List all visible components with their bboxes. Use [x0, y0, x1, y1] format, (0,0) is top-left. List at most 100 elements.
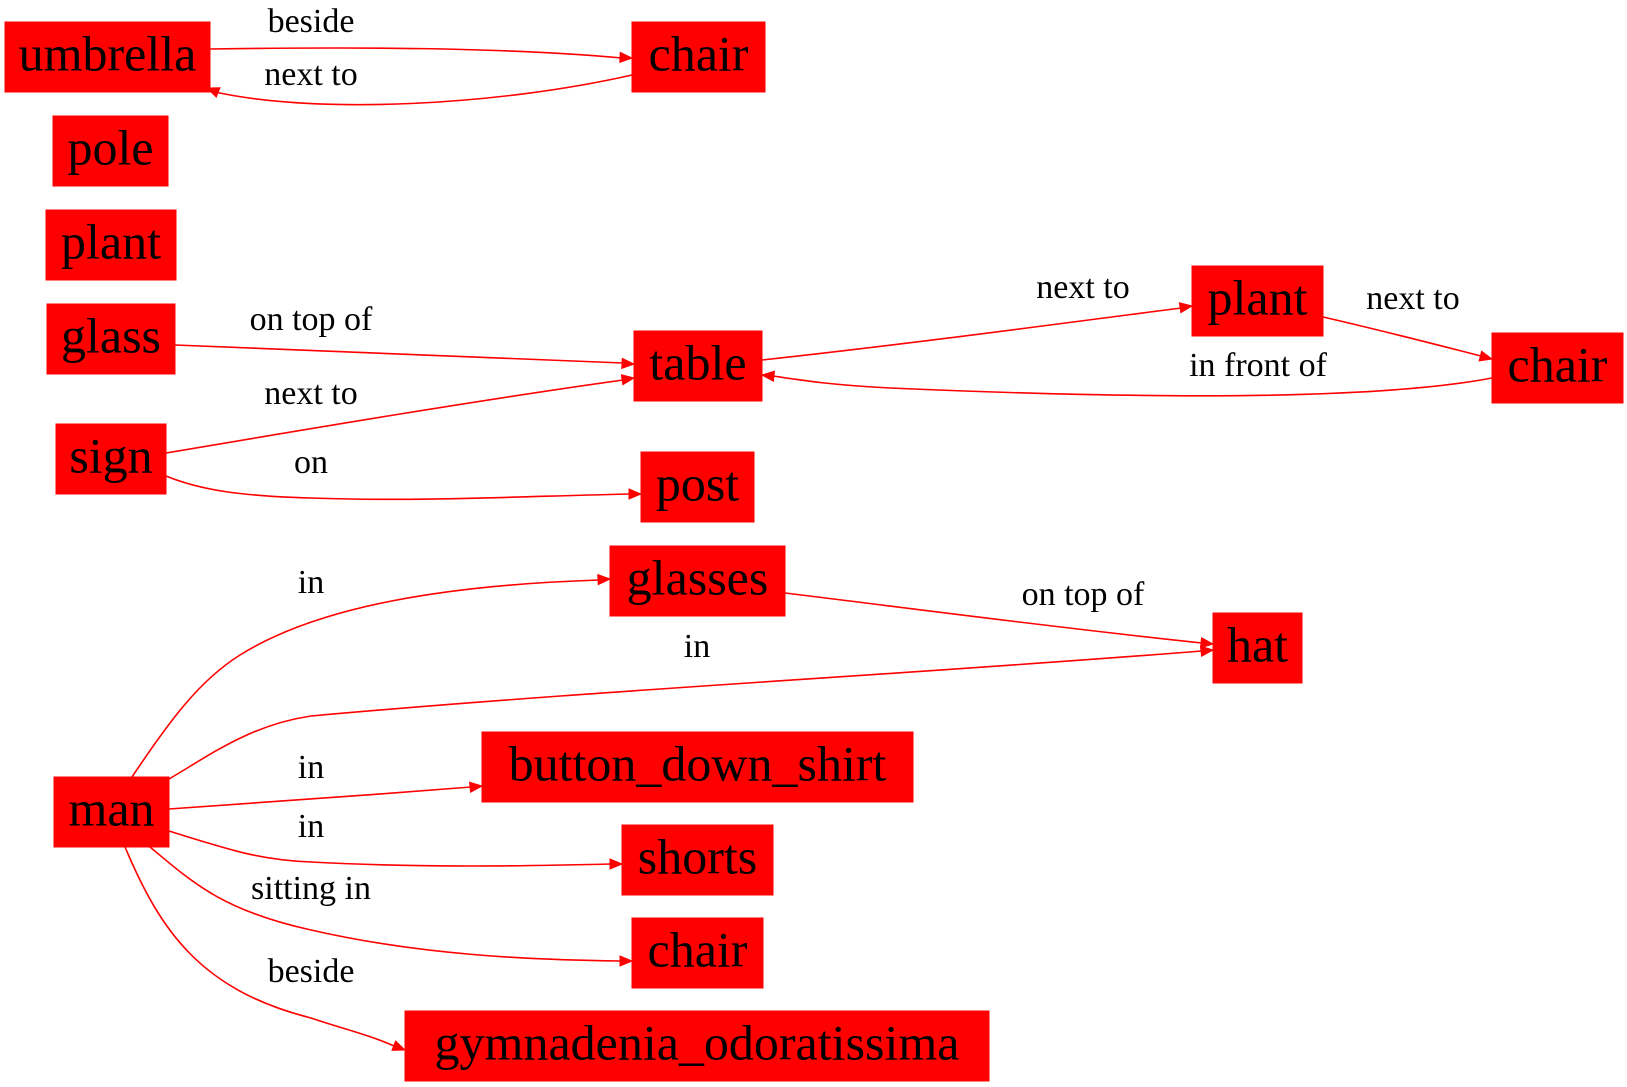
node-label: sign	[69, 427, 152, 483]
node-box	[1212, 612, 1303, 684]
node-label: chair	[648, 921, 748, 977]
arrowhead-icon	[1178, 302, 1194, 314]
node-chair3: chair	[631, 917, 764, 989]
edge-line	[165, 379, 624, 454]
node-label: plant	[61, 213, 161, 269]
node-chair2: chair	[1491, 332, 1624, 404]
arrowhead-icon	[620, 374, 636, 386]
edge-label: next to	[1366, 280, 1459, 317]
edge-label: in	[298, 808, 324, 845]
node-box	[621, 824, 774, 896]
node-man: man	[53, 776, 170, 848]
edge-label: in front of	[1189, 347, 1328, 384]
edge-line	[168, 786, 472, 810]
edge-line	[174, 344, 624, 364]
node-box	[404, 1010, 990, 1082]
node-box	[55, 423, 167, 495]
edge-label: next to	[1036, 269, 1129, 306]
node-box	[631, 917, 764, 989]
arrowhead-icon	[391, 1040, 407, 1051]
node-box	[53, 776, 170, 848]
node-box	[52, 115, 169, 187]
node-plant1: plant	[45, 209, 177, 281]
edge-line	[761, 307, 1182, 361]
node-glasses: glasses	[609, 545, 786, 617]
node-label: post	[656, 455, 739, 511]
edge-line	[1322, 316, 1482, 357]
arrowhead-icon	[609, 858, 624, 870]
node-plant2: plant	[1191, 265, 1324, 337]
nodes-layer: umbrella chair pole plant glass table plant cha…	[4, 21, 1624, 1082]
node-box	[609, 545, 786, 617]
edge-sign-to-post: on	[165, 444, 643, 501]
node-box	[1491, 332, 1624, 404]
edge-label: on top of	[250, 301, 373, 338]
arrowhead-icon	[628, 488, 643, 500]
edge-man-to-hat: in	[168, 628, 1215, 780]
arrowhead-icon	[1199, 637, 1215, 649]
edge-man-to-shorts: in	[168, 808, 624, 870]
node-glass: glass	[46, 303, 176, 375]
node-label: chair	[1508, 336, 1608, 392]
edge-line	[214, 74, 633, 106]
edge-sign-to-table: next to	[165, 374, 636, 454]
node-box	[1191, 265, 1324, 337]
node-sign: sign	[55, 423, 167, 495]
edge-glass-to-table: on top of	[174, 301, 636, 370]
edge-umbrella-to-chair1: beside	[209, 3, 634, 64]
edge-line	[168, 830, 612, 867]
edge-glasses-to-hat: on top of	[784, 576, 1215, 649]
edge-label: beside	[268, 953, 355, 990]
node-label: button_down_shirt	[509, 735, 887, 791]
edge-plant2-to-chair2: next to	[1322, 280, 1494, 362]
edge-label: in	[298, 564, 324, 601]
node-label: hat	[1227, 616, 1288, 672]
edge-line	[209, 47, 623, 59]
edge-line	[131, 579, 600, 778]
node-chair1: chair	[631, 21, 766, 93]
arrowhead-icon	[619, 51, 634, 64]
node-hat: hat	[1212, 612, 1303, 684]
node-label: shorts	[638, 828, 757, 884]
edge-label: in	[298, 749, 324, 786]
node-box	[640, 451, 755, 523]
node-box	[631, 21, 766, 93]
edge-label: on	[294, 444, 328, 481]
arrowhead-icon	[597, 573, 612, 586]
node-label: man	[68, 780, 154, 836]
edge-man-to-glasses: in	[131, 564, 612, 778]
node-label: chair	[649, 25, 749, 81]
node-label: pole	[67, 119, 153, 175]
edge-label: next to	[264, 56, 357, 93]
node-shorts: shorts	[621, 824, 774, 896]
node-button_down_shirt: button_down_shirt	[481, 731, 914, 803]
arrowhead-icon	[1478, 350, 1494, 362]
edge-label: on top of	[1022, 576, 1145, 613]
edge-chair1-to-umbrella: next to	[205, 56, 633, 106]
arrowhead-icon	[621, 357, 636, 370]
node-post: post	[640, 451, 755, 523]
node-box	[45, 209, 177, 281]
node-label: table	[649, 334, 746, 390]
edge-line	[168, 650, 1203, 780]
edge-man-to-chair3: sitting in	[149, 846, 634, 967]
edge-label: beside	[268, 3, 355, 40]
arrowhead-icon	[619, 955, 634, 967]
node-box	[46, 303, 176, 375]
edge-label: in	[684, 628, 710, 665]
node-box	[4, 21, 211, 93]
node-pole: pole	[52, 115, 169, 187]
node-umbrella: umbrella	[4, 21, 211, 93]
edge-line	[124, 846, 395, 1047]
edge-line	[165, 475, 631, 501]
edge-man-to-button_down_shirt: in	[168, 749, 484, 810]
node-label: glass	[61, 307, 161, 363]
node-label: plant	[1208, 269, 1308, 325]
node-box	[633, 330, 763, 402]
edge-chair2-to-table: in front of	[760, 347, 1493, 397]
edge-man-to-gymnadenia_odoratissima: beside	[124, 846, 407, 1051]
node-table: table	[633, 330, 763, 402]
node-label: umbrella	[19, 25, 197, 81]
